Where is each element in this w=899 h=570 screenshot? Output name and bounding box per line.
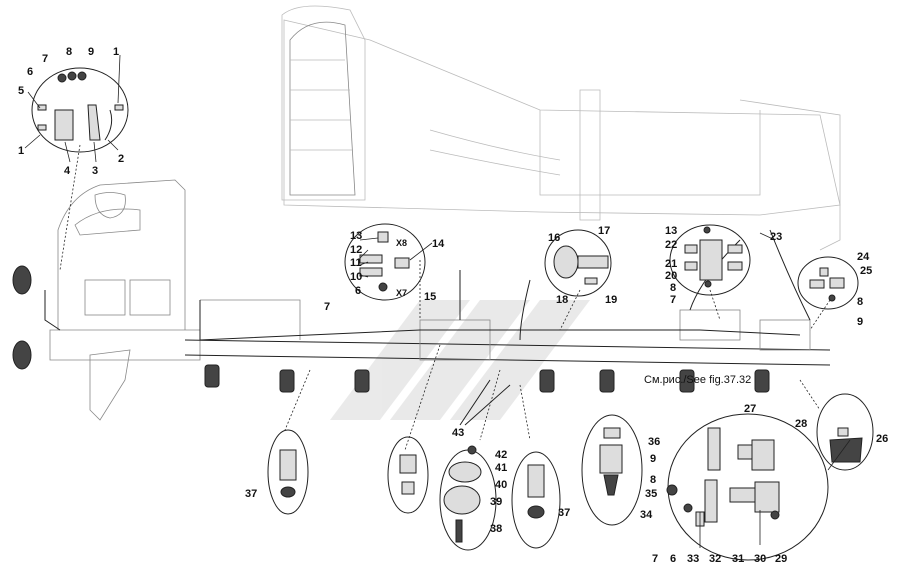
callout-40: 40 bbox=[495, 479, 507, 491]
chassis-wheels bbox=[204, 364, 770, 393]
front-wheels bbox=[12, 265, 32, 370]
callout-34: 34 bbox=[640, 509, 653, 521]
callout-23: 23 bbox=[770, 231, 782, 243]
detail-bubble-switch bbox=[544, 229, 612, 297]
leader-lines bbox=[59, 144, 831, 451]
callout-6c: 6 bbox=[670, 553, 676, 565]
callout-10: 10 bbox=[350, 271, 362, 283]
callout-3: 3 bbox=[92, 165, 98, 177]
callout-28: 28 bbox=[795, 418, 807, 430]
callout-5: 5 bbox=[18, 85, 24, 97]
callout-leaders bbox=[24, 54, 851, 548]
callout-20: 20 bbox=[665, 270, 677, 282]
callout-7a: 7 bbox=[42, 53, 48, 65]
callout-33: 33 bbox=[687, 553, 699, 565]
callout-12: 12 bbox=[350, 244, 362, 256]
detail-bubble-sensor-34-36 bbox=[581, 414, 643, 526]
callout-14: 14 bbox=[432, 238, 445, 250]
truck-cab bbox=[49, 179, 201, 421]
callout-24: 24 bbox=[857, 251, 870, 263]
callout-7b: 7 bbox=[324, 301, 330, 313]
callout-7c: 7 bbox=[670, 294, 676, 306]
callout-31: 31 bbox=[732, 553, 744, 565]
callout-1b: 1 bbox=[113, 46, 119, 58]
callout-32: 32 bbox=[709, 553, 721, 565]
callout-35: 35 bbox=[645, 488, 657, 500]
callout-6a: 6 bbox=[27, 66, 33, 78]
chassis-frame bbox=[184, 299, 831, 366]
callout-8c: 8 bbox=[857, 296, 863, 308]
detail-bubble-sensors bbox=[31, 67, 129, 153]
detail-bubble-bracket-assembly bbox=[666, 413, 829, 561]
callout-25: 25 bbox=[860, 265, 872, 277]
callout-17: 17 bbox=[598, 225, 610, 237]
callout-22: 22 bbox=[665, 239, 677, 251]
callout-26: 26 bbox=[876, 433, 888, 445]
callout-36: 36 bbox=[648, 436, 660, 448]
detail-bubble-plate bbox=[816, 393, 874, 471]
callout-27: 27 bbox=[744, 403, 756, 415]
leader-43 bbox=[459, 379, 511, 426]
callout-15: 15 bbox=[424, 291, 436, 303]
callout-1a: 1 bbox=[18, 145, 24, 157]
detail-bubble-connectors-x7-x8 bbox=[344, 223, 426, 301]
detail-bubble-fuse-37a bbox=[267, 429, 309, 515]
callout-38: 38 bbox=[490, 523, 502, 535]
label-x8: X8 bbox=[396, 238, 407, 248]
callout-29: 29 bbox=[775, 553, 787, 565]
callout-43: 43 bbox=[452, 427, 464, 439]
callout-9c: 9 bbox=[650, 453, 656, 465]
callout-9a: 9 bbox=[88, 46, 94, 58]
callout-9b: 9 bbox=[857, 316, 863, 328]
callout-4: 4 bbox=[64, 165, 71, 177]
callout-21: 21 bbox=[665, 258, 677, 270]
detail-bubble-sensor-38-42 bbox=[387, 436, 497, 551]
callout-2: 2 bbox=[118, 153, 124, 165]
detail-bubble-fuse-37b bbox=[511, 451, 561, 549]
label-x7: X7 bbox=[396, 288, 407, 298]
callout-8b: 8 bbox=[670, 282, 676, 294]
callout-19: 19 bbox=[605, 294, 617, 306]
detail-bubble-sensor-mount bbox=[797, 256, 859, 310]
callout-labels: 1 1 2 3 4 5 6 7 8 9 13 12 11 10 6 14 15 … bbox=[18, 46, 888, 565]
callout-8a: 8 bbox=[66, 46, 72, 58]
callout-16: 16 bbox=[548, 232, 560, 244]
reference-note: См.рис./See fig.37.32 bbox=[644, 374, 751, 386]
crane-superstructure bbox=[281, 5, 841, 251]
callout-39: 39 bbox=[490, 496, 502, 508]
callout-18: 18 bbox=[556, 294, 568, 306]
callout-41: 41 bbox=[495, 462, 507, 474]
callout-30: 30 bbox=[754, 553, 766, 565]
callout-37a: 37 bbox=[245, 488, 257, 500]
callout-7d: 7 bbox=[652, 553, 658, 565]
callout-13a: 13 bbox=[350, 230, 362, 242]
callout-37b: 37 bbox=[558, 507, 570, 519]
callout-11: 11 bbox=[350, 257, 362, 269]
callout-6b: 6 bbox=[355, 285, 361, 297]
callout-42: 42 bbox=[495, 449, 507, 461]
callout-13b: 13 bbox=[665, 225, 677, 237]
callout-8d: 8 bbox=[650, 474, 656, 486]
detail-bubble-relay-block bbox=[669, 224, 751, 296]
